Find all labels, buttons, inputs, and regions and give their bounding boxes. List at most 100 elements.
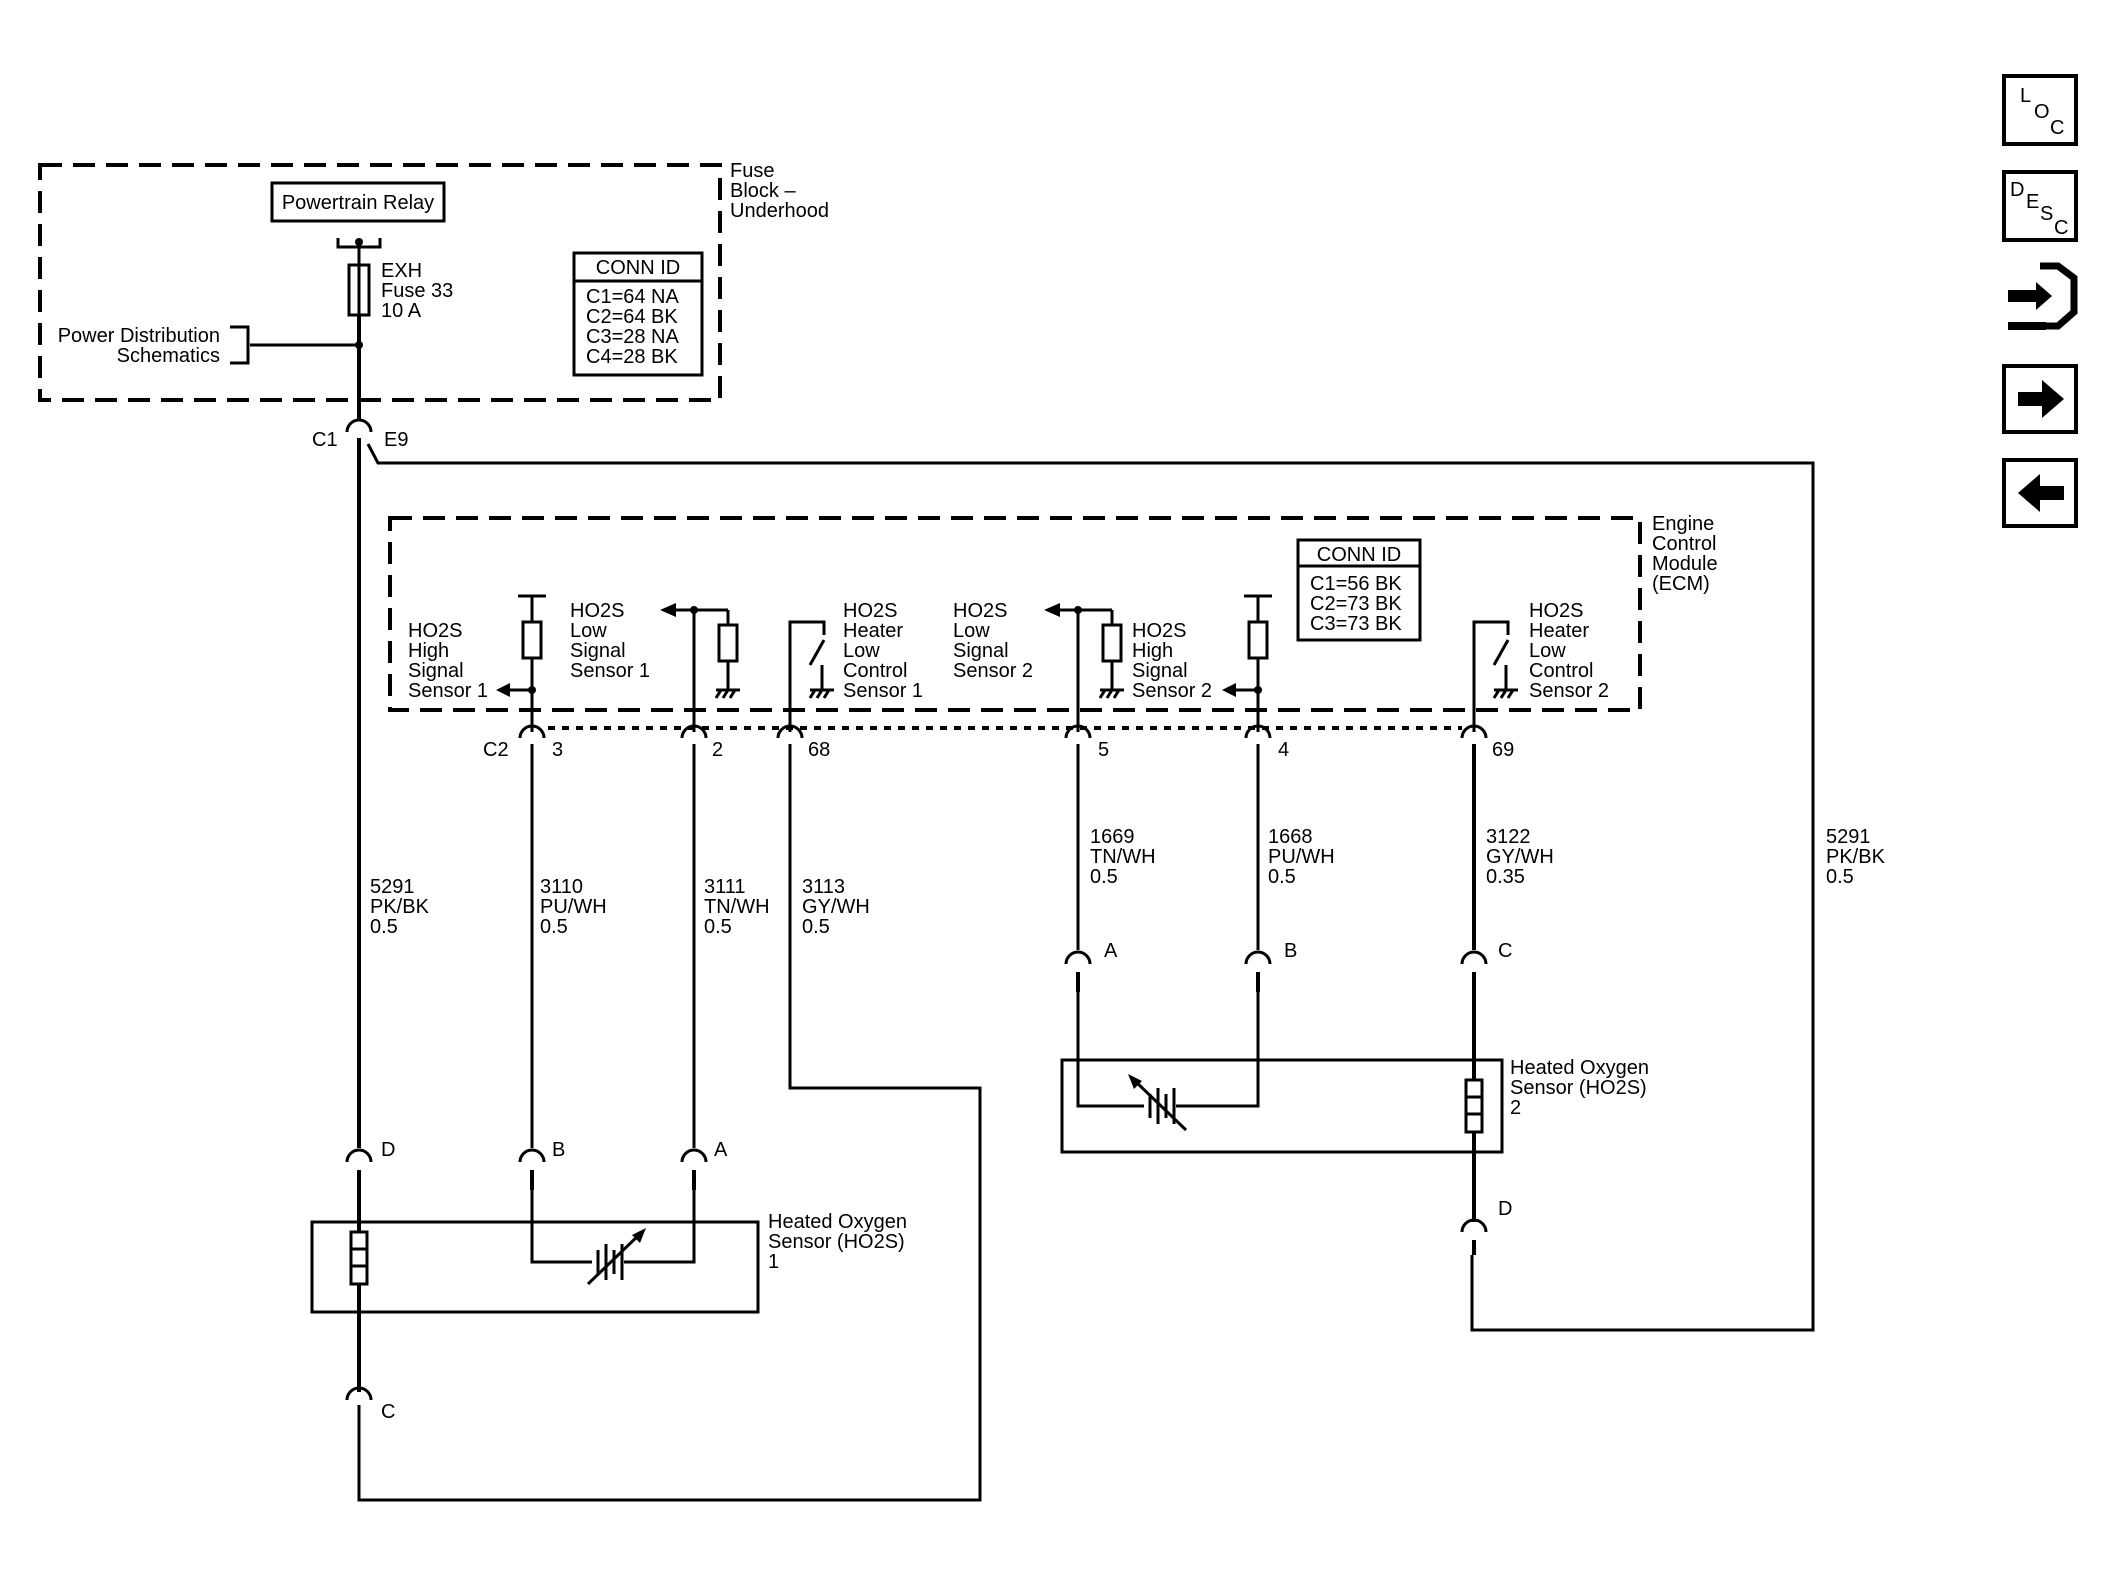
loc-letter: L bbox=[2020, 85, 2031, 107]
wire-5291-right-num: 5291 bbox=[1826, 826, 1871, 848]
ecm-conn-row: C1=56 BK bbox=[1310, 573, 1402, 595]
fuse-block: Fuse Block – Underhood Powertrain Relay … bbox=[38, 160, 829, 420]
desc-letter: C bbox=[2054, 217, 2068, 239]
ecm-circuit-label: Signal bbox=[1132, 660, 1188, 682]
wire-3113 bbox=[357, 744, 982, 1502]
ecm-circuit-label: Control bbox=[843, 660, 907, 682]
wire-5291-left-gauge: 0.5 bbox=[370, 916, 398, 938]
ecm-circuit-label: Sensor 1 bbox=[570, 660, 650, 682]
sensor2-pin-c: C bbox=[1498, 940, 1512, 962]
wire-3113-gauge: 0.5 bbox=[802, 916, 830, 938]
fuse-block-title-line2: Block – bbox=[730, 180, 796, 202]
wire-3110-num: 3110 bbox=[540, 876, 583, 898]
sensor2-title-line3: 2 bbox=[1510, 1097, 1521, 1119]
ecm-conn-row: C2=73 BK bbox=[1310, 593, 1402, 615]
wire-1668-num: 1668 bbox=[1268, 826, 1313, 848]
ecm: Engine Control Module (ECM) CONN ID C1=5… bbox=[388, 513, 1718, 732]
wire-3113-num: 3113 bbox=[802, 876, 845, 898]
ecm-circuit-label: Sensor 1 bbox=[843, 680, 923, 702]
ecm-circuit-low-signal-s1: HO2S Low Signal Sensor 1 bbox=[570, 600, 740, 732]
ecm-circuit-label: HO2S bbox=[408, 620, 462, 642]
wire-5291-left-color: PK/BK bbox=[370, 896, 430, 918]
ecm-circuit-high-signal-s1: HO2S High Signal Sensor 1 bbox=[408, 594, 546, 732]
sensor1-heater-element bbox=[349, 1230, 369, 1286]
ecm-circuit-label: Sensor 1 bbox=[408, 680, 488, 702]
desc-button[interactable]: D E S C bbox=[2002, 170, 2078, 242]
ecm-circuit-low-signal-s2: HO2S Low Signal Sensor 2 bbox=[953, 600, 1124, 732]
sensor1-title-line1: Heated Oxygen bbox=[768, 1211, 907, 1233]
ecm-circuit-label: HO2S bbox=[953, 600, 1007, 622]
ecm-circuit-high-signal-s2: HO2S High Signal Sensor 2 bbox=[1132, 594, 1272, 732]
ecm-circuit-label: Low bbox=[1529, 640, 1566, 662]
ecm-circuit-label: HO2S bbox=[1529, 600, 1583, 622]
wire-1668-color: PU/WH bbox=[1268, 846, 1335, 868]
ecm-title-line1: Engine bbox=[1652, 513, 1714, 535]
connector-e9-label: E9 bbox=[384, 429, 408, 451]
sensor2-heater-element bbox=[1464, 1078, 1484, 1134]
fuse-conn-row: C2=64 BK bbox=[586, 306, 678, 328]
loc-letter: C bbox=[2050, 117, 2064, 139]
connector-c1-e9: C1 E9 bbox=[312, 418, 408, 451]
power-ref-line1: Power Distribution bbox=[58, 325, 220, 347]
connector-swap-icon[interactable] bbox=[2008, 262, 2078, 330]
ecm-circuit-label: HO2S bbox=[843, 600, 897, 622]
fuse-label-line1: EXH bbox=[381, 260, 422, 282]
side-toolbar: L O C D E S C bbox=[2002, 74, 2078, 528]
sensor2-pin-d: D bbox=[1498, 1198, 1512, 1220]
wire-3122-gauge: 0.35 bbox=[1486, 866, 1525, 888]
pin-label: 2 bbox=[712, 739, 723, 761]
fuse-conn-row: C1=64 NA bbox=[586, 286, 679, 308]
fuse-block-boundary bbox=[38, 163, 722, 402]
ecm-circuit-label: HO2S bbox=[1132, 620, 1186, 642]
power-distribution-ref[interactable]: Power Distribution Schematics bbox=[58, 325, 250, 367]
loc-button[interactable]: L O C bbox=[2002, 74, 2078, 146]
loc-letter: O bbox=[2034, 101, 2050, 123]
wire-5291-right-gauge: 0.5 bbox=[1826, 866, 1854, 888]
wire-1669-color: TN/WH bbox=[1090, 846, 1156, 868]
ecm-circuit-label: Control bbox=[1529, 660, 1593, 682]
fuse-label-line3: 10 A bbox=[381, 300, 422, 322]
ho2s-sensor-2: A B C Heated Oxygen Sensor (HO2S) 2 D bbox=[1060, 940, 1649, 1255]
ecm-boundary bbox=[388, 516, 1642, 712]
ecm-circuit-label: Signal bbox=[408, 660, 464, 682]
wire-1669-gauge: 0.5 bbox=[1090, 866, 1118, 888]
ecm-circuit-label: Low bbox=[843, 640, 880, 662]
ho2s-sensor-1: D B A Heated Oxygen Sensor (HO2S) 1 C bbox=[310, 1139, 907, 1423]
ecm-circuit-label: HO2S bbox=[570, 600, 624, 622]
wire-3113-color: GY/WH bbox=[802, 896, 870, 918]
pin-label: 4 bbox=[1278, 739, 1289, 761]
sensor1-pin-b: B bbox=[552, 1139, 565, 1161]
sensor2-title-line2: Sensor (HO2S) bbox=[1510, 1077, 1647, 1099]
previous-button[interactable] bbox=[2002, 458, 2078, 528]
ecm-title-line3: Module bbox=[1652, 553, 1718, 575]
wire-3110-color: PU/WH bbox=[540, 896, 607, 918]
next-button[interactable] bbox=[2002, 364, 2078, 434]
fuse-block-title-line1: Fuse bbox=[730, 160, 774, 182]
sensor2-housing bbox=[1060, 1058, 1504, 1154]
fuse-conn-id-table: CONN ID C1=64 NA C2=64 BK C3=28 NA C4=28… bbox=[572, 251, 704, 377]
sensor2-signal-loop bbox=[1076, 992, 1260, 1108]
ecm-circuit-heater-s1: HO2S Heater Low Control Sensor 1 bbox=[788, 600, 923, 732]
sensor1-signal-loop bbox=[530, 1190, 696, 1264]
ecm-title-line4: (ECM) bbox=[1652, 573, 1710, 595]
arrow-right-icon bbox=[2018, 380, 2064, 418]
ecm-title-line2: Control bbox=[1652, 533, 1716, 555]
powertrain-relay: Powertrain Relay bbox=[270, 181, 446, 223]
wire-3111-num: 3111 bbox=[704, 876, 746, 898]
fuse-block-title-line3: Underhood bbox=[730, 200, 829, 222]
ecm-circuit-label: High bbox=[1132, 640, 1173, 662]
pin-label: 5 bbox=[1098, 739, 1109, 761]
ecm-circuit-label: Low bbox=[953, 620, 990, 642]
sensor1-title-line3: 1 bbox=[768, 1251, 779, 1273]
fuse-conn-row: C4=28 BK bbox=[586, 346, 678, 368]
pin-label: 68 bbox=[808, 739, 830, 761]
fuse-conn-id-title: CONN ID bbox=[596, 257, 680, 279]
sensor1-title-line2: Sensor (HO2S) bbox=[768, 1231, 905, 1253]
fuse-label-line2: Fuse 33 bbox=[381, 280, 453, 302]
sensor2-pin-a: A bbox=[1104, 940, 1118, 962]
power-ref-line2: Schematics bbox=[117, 345, 220, 367]
ecm-conn-row: C3=73 BK bbox=[1310, 613, 1402, 635]
pin-label: 3 bbox=[552, 739, 563, 761]
arrow-left-icon bbox=[2018, 474, 2064, 512]
